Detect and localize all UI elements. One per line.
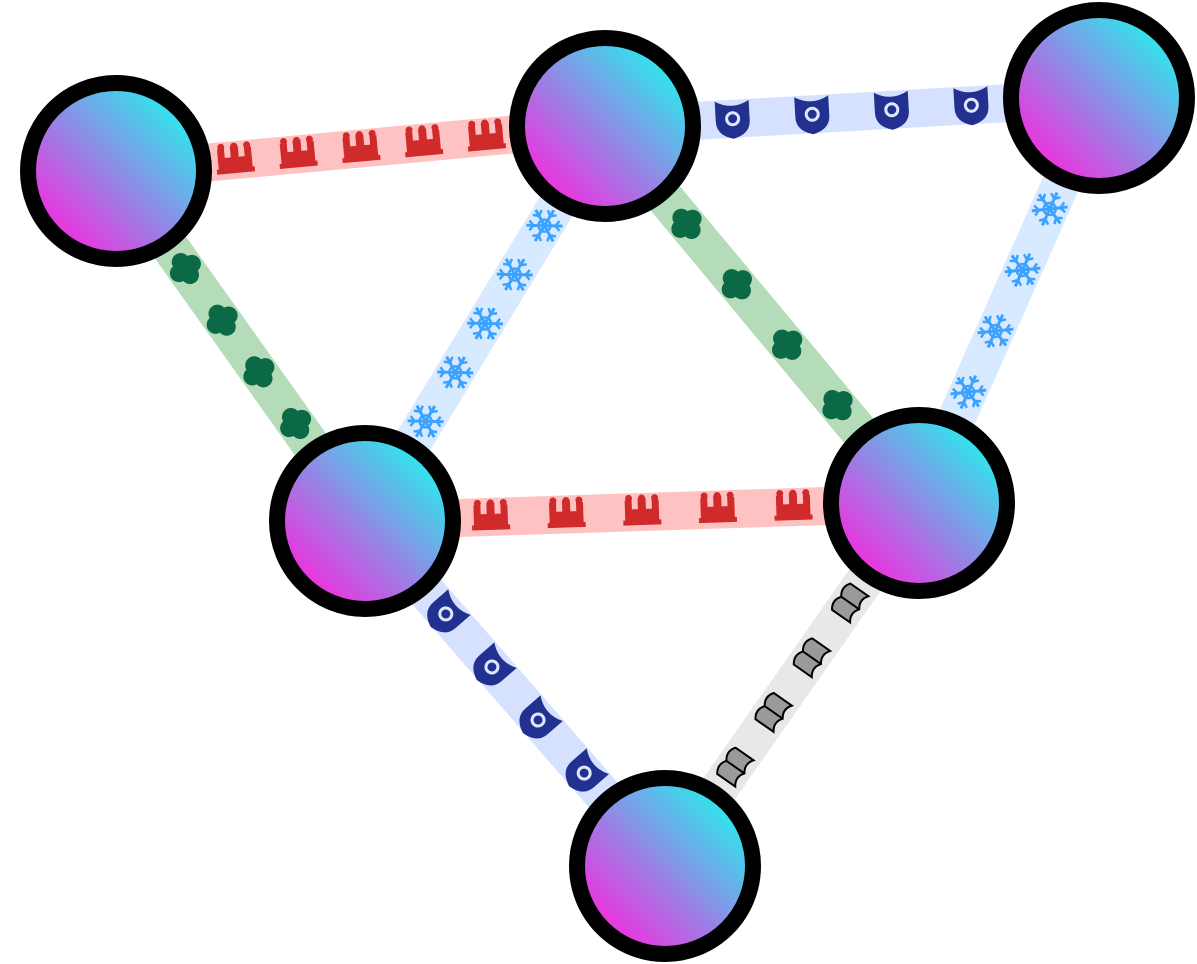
snowflake-icon — [1004, 252, 1041, 288]
clover-icon — [280, 407, 312, 439]
snowflake-icon — [950, 375, 987, 410]
book-icon — [754, 691, 795, 734]
shield-icon — [953, 86, 989, 126]
snowflake-icon — [466, 306, 504, 341]
node-E[interactable] — [823, 407, 1015, 599]
clover-icon — [169, 253, 201, 285]
crown-icon — [342, 129, 381, 164]
clover-icon — [243, 356, 275, 388]
shield-icon — [794, 95, 830, 135]
crown-icon — [774, 489, 813, 521]
node-F[interactable] — [569, 770, 761, 962]
crown-icon — [405, 124, 444, 158]
shield-icon — [873, 90, 909, 130]
snowflake-icon — [496, 258, 533, 292]
snowflake-icon — [977, 313, 1014, 349]
crown-icon — [698, 491, 738, 524]
clover-icon — [206, 304, 238, 336]
shield-icon — [427, 589, 471, 633]
clover-icon — [822, 390, 853, 421]
crown-icon — [472, 498, 511, 531]
node-D[interactable] — [269, 425, 461, 617]
shield-icon — [519, 695, 563, 739]
nodes-layer — [20, 2, 1195, 962]
crown-icon — [547, 496, 586, 529]
snowflake-icon — [1031, 191, 1068, 226]
clover-icon — [772, 329, 803, 360]
crown-icon — [467, 118, 507, 152]
node-A[interactable] — [20, 75, 212, 267]
shield-icon — [714, 99, 750, 139]
crown-icon — [279, 135, 318, 169]
clover-icon — [721, 269, 752, 300]
crown-icon — [623, 494, 662, 526]
book-icon — [831, 582, 871, 625]
shield-icon — [473, 642, 517, 686]
crown-icon — [216, 141, 256, 175]
book-icon — [716, 746, 756, 789]
clover-icon — [671, 208, 702, 239]
snowflake-icon — [437, 355, 474, 389]
book-icon — [792, 637, 833, 680]
shield-icon — [565, 748, 609, 792]
node-C[interactable] — [1003, 2, 1195, 194]
snowflake-icon — [526, 209, 563, 243]
node-B[interactable] — [509, 30, 701, 222]
snowflake-icon — [407, 404, 444, 438]
